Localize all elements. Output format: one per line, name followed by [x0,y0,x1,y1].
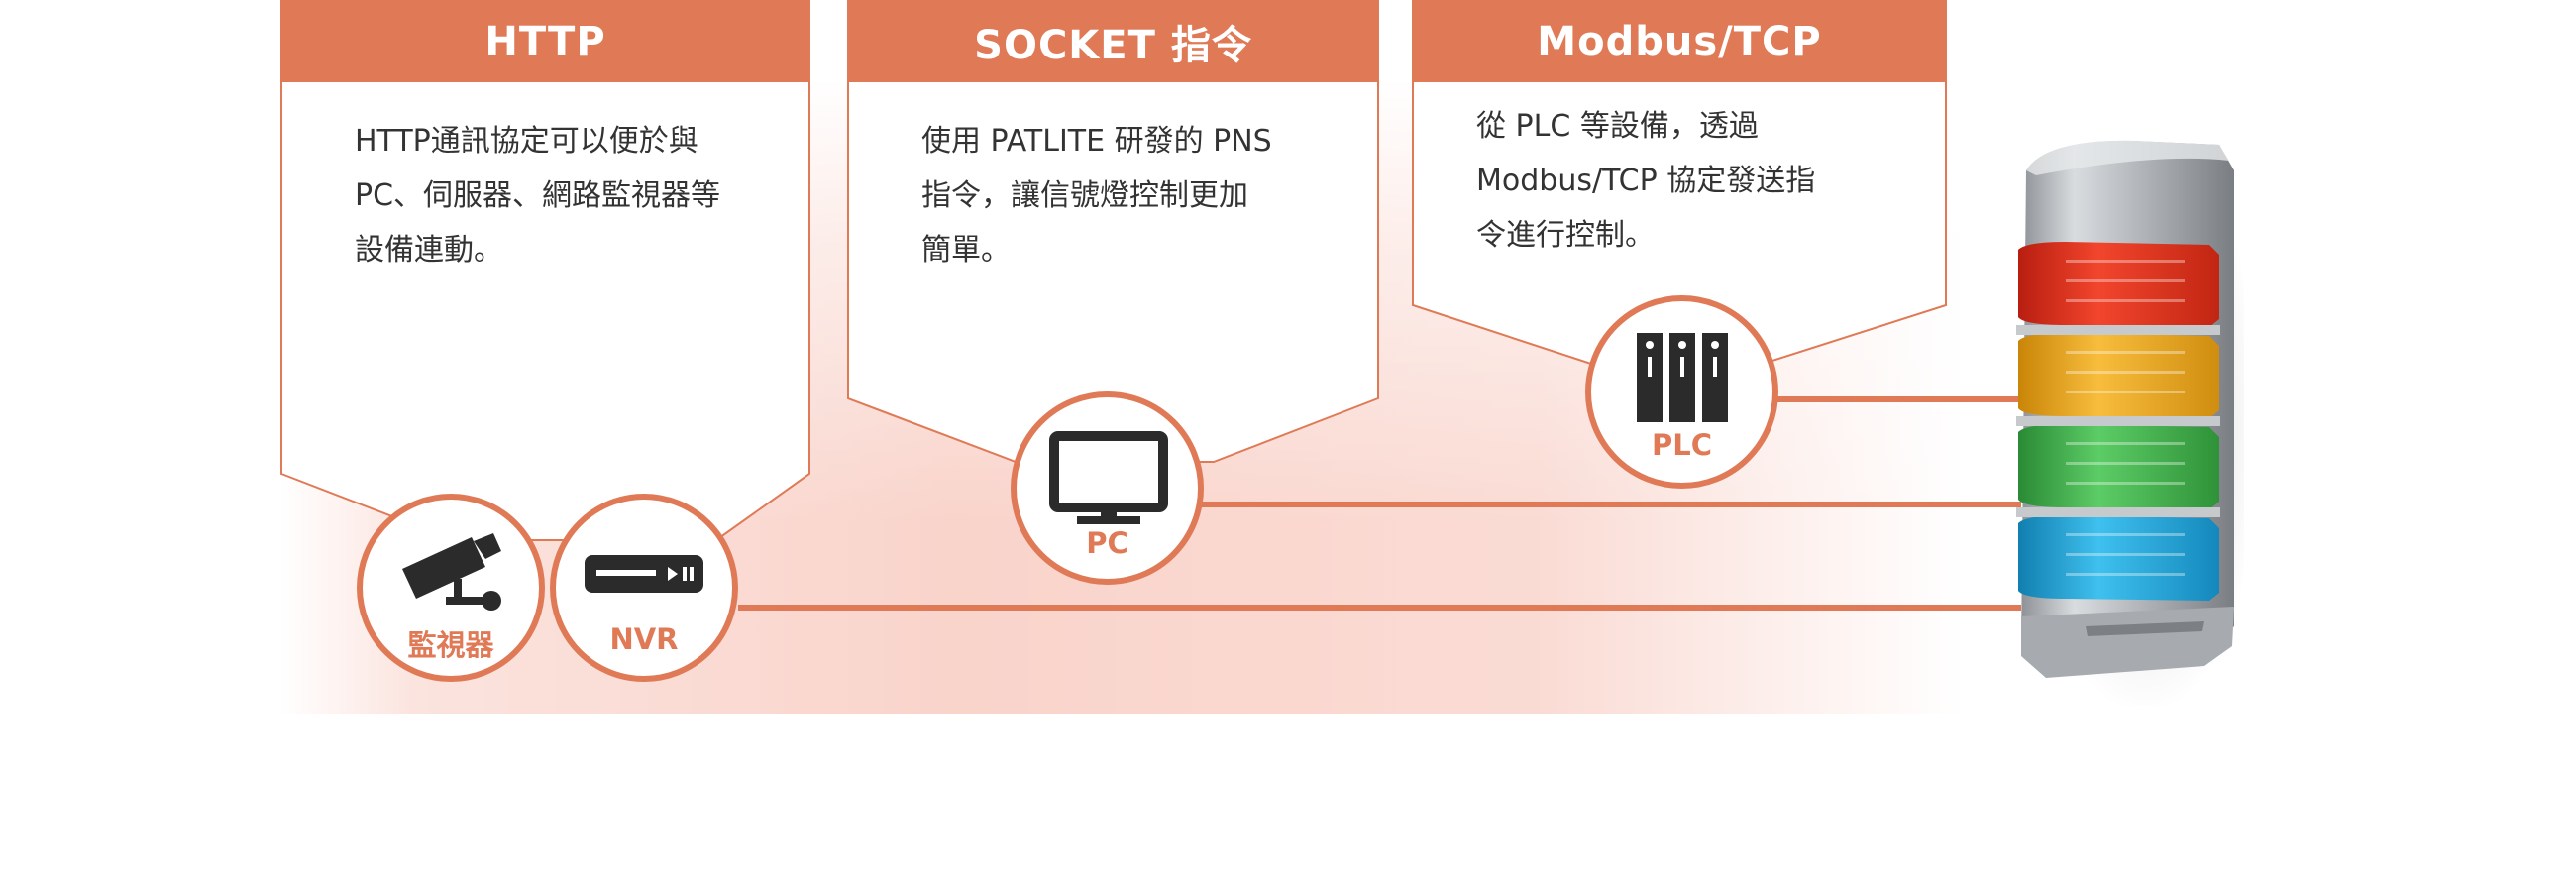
plc-label: PLC [1651,428,1713,462]
pc-label: PC [1086,526,1128,560]
security-camera-icon [402,533,501,611]
socket-callout: SOCKET 指令 使用 PATLITE 研發的 PNS 指令，讓信號燈控制更加… [847,0,1379,476]
plc-node: PLC [1585,295,1778,489]
camera-label: 監視器 [407,628,494,662]
pc-connection-line [1199,502,2021,507]
http-title: HTTP [280,0,810,82]
modbus-title: Modbus/TCP [1412,0,1947,82]
modbus-description: 從 PLC 等設備，透過 Modbus/TCP 協定發送指 令進行控制。 [1476,109,1816,253]
nvr-node: NVR [550,494,738,682]
modbus-callout: Modbus/TCP 從 PLC 等設備，透過 Modbus/TCP 協定發送指… [1412,0,1947,377]
plc-connection-line [1773,396,2021,402]
nvr-label: NVR [609,622,679,656]
socket-title: SOCKET 指令 [847,0,1379,82]
http-callout: HTTP HTTP通訊協定可以便於與 PC、伺服器、網路監視器等 設備連動。 [280,0,810,555]
camera-node: 監視器 [357,494,545,682]
http-description: HTTP通訊協定可以便於與 PC、伺服器、網路監視器等 設備連動。 [355,124,721,268]
pc-node: PC [1011,391,1204,585]
signal-tower-image [2016,140,2244,706]
nvr-connection-line [738,605,2021,611]
monitor-icon [1049,431,1168,524]
http-callout-frame [280,0,810,541]
socket-description: 使用 PATLITE 研發的 PNS 指令，讓信號燈控制更加 簡單。 [921,124,1272,268]
nvr-recorder-icon [585,555,703,593]
plc-rack-icon [1637,333,1728,422]
